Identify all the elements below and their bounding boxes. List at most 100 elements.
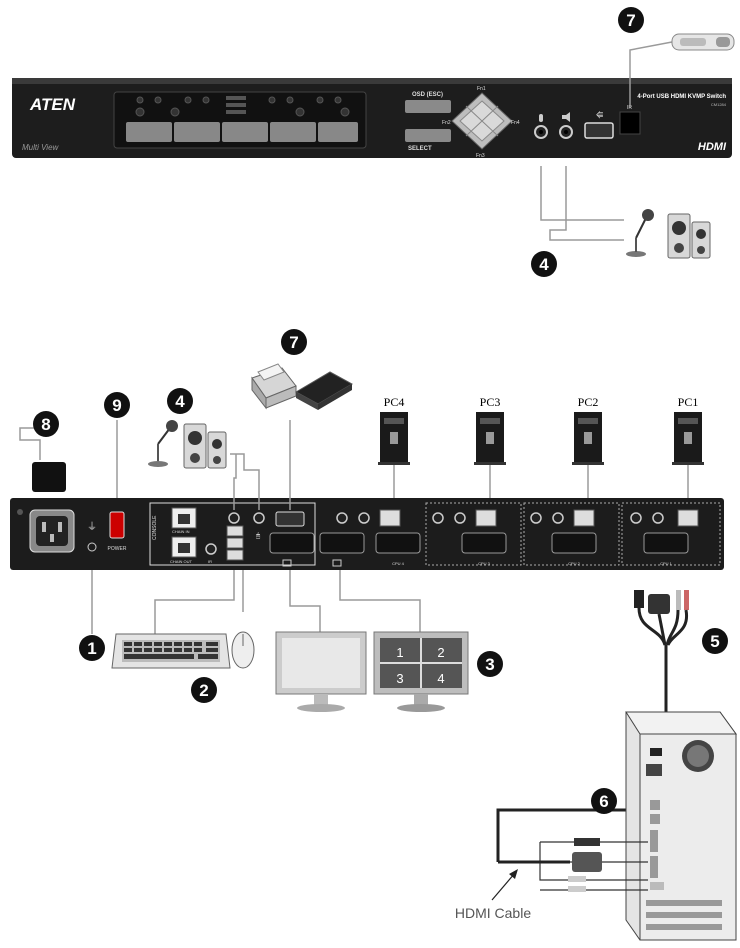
ir-extender-icon [671,33,735,51]
chain-in-label: CHAIN IN [172,529,190,534]
hdmi-logo: HDMI [698,141,727,153]
svg-text:3: 3 [485,655,494,674]
ground-screw [87,542,97,552]
pc4-tower [378,412,410,465]
svg-text:5: 5 [710,632,719,651]
svg-text:1: 1 [87,639,96,658]
model-title: 4-Port USB HDMI KVMP Switch [637,94,726,100]
printer-icon [251,363,297,410]
osd-button[interactable] [405,100,451,113]
fn2-label: Fn2 [442,120,451,126]
cpu2-label: CPU 2 [568,561,581,566]
console-hdmi-port-1[interactable] [269,532,315,554]
svg-text:7: 7 [289,333,298,352]
front-mic-jack[interactable] [534,114,548,139]
pc2-label: PC2 [578,395,599,409]
quadrant-3-label: 3 [396,671,403,686]
front-speaker-jack[interactable] [559,112,573,139]
rear-ir-label: IR [208,559,212,564]
fn3-label: Fn3 [476,153,485,159]
console-usb-hub-port[interactable] [275,511,305,527]
svg-text:8: 8 [41,415,50,434]
cpu-port-4[interactable] [336,509,421,554]
callout-6: 6 [591,788,617,814]
callout-2: 2 [191,677,217,703]
callout-4-front: 4 [531,251,557,277]
fn4-label: Fn4 [511,120,520,126]
brand-logo: ATEN [29,95,76,114]
callout-7-front: 7 [618,7,644,33]
rear-panel: ⏚ POWER CONSOLE CHAIN IN CHAIN OUT IR 🖱 [10,498,724,570]
power-socket[interactable] [29,509,75,553]
pc1-tower [672,412,704,465]
svg-text:6: 6 [599,792,608,811]
cpu3-label: CPU 3 [478,561,491,566]
port-select-block [113,91,367,149]
svg-text:2: 2 [199,681,208,700]
cpu-port-1[interactable] [630,509,699,554]
osd-label: OSD (ESC) [412,92,443,98]
callout-1: 1 [79,635,105,661]
svg-text:9: 9 [112,396,121,415]
console-hdmi-port-2[interactable] [319,532,365,554]
pc2-tower [572,412,604,465]
kvm-cable-connectors [634,590,689,614]
callout-5: 5 [702,628,728,654]
cpu4-label: CPU 4 [392,561,405,566]
direction-pad[interactable] [451,92,513,150]
mic-speaker-icon-front [626,209,711,259]
power-switch[interactable] [109,511,125,539]
mouse-icon: 🖱 [256,532,261,540]
chain-out-label: CHAIN OUT [170,559,193,564]
pc3-tower [474,412,506,465]
front-panel: ATEN Multi View [12,78,732,159]
console-label: CONSOLE [152,515,158,540]
pc1-label: PC1 [678,395,699,409]
callout-3: 3 [477,651,503,677]
cpu-port-3[interactable] [432,509,507,554]
ground-icon: ⏚ [87,521,97,533]
quadrant-2-label: 2 [437,645,444,660]
computer-tower-icon [625,711,737,941]
multiview-label: Multi View [22,143,60,152]
svg-text:4: 4 [175,392,185,411]
fn1-label: Fn1 [477,86,486,92]
console-usb-ports[interactable] [226,525,244,561]
callout-4-rear: 4 [167,388,193,414]
usb-icon: ⭅ [596,111,603,120]
quadrant-1-label: 1 [396,645,403,660]
hdmi-cable-arrow [491,869,518,901]
pc4-label: PC4 [384,395,405,409]
front-audio-lines [540,166,624,241]
hdmi-cable-label: HDMI Cable [455,905,531,921]
console-section [149,502,316,566]
power-label: POWER [108,546,127,552]
ir-receiver [619,111,641,135]
model-number: CM1284 [711,102,727,107]
rear-connection-lines [19,420,689,634]
monitor-1-icon [275,631,367,712]
select-label: SELECT [408,146,432,152]
quadrant-4-label: 4 [437,671,444,686]
cpu-port-2[interactable] [530,509,597,554]
console-mic-jack[interactable] [228,512,240,524]
select-button[interactable] [405,129,451,142]
callout-8: 8 [33,411,59,437]
callout-7-rear: 7 [281,329,307,355]
pc3-label: PC3 [480,395,501,409]
callout-9: 9 [104,392,130,418]
cpu1-label: CPU 1 [660,561,673,566]
mouse-device-icon [231,631,255,669]
svg-text:7: 7 [626,11,635,30]
port-buttons[interactable] [126,122,358,142]
monitor-2-multiview-icon [373,631,469,712]
console-speaker-jack[interactable] [253,512,265,524]
scanner-icon [294,371,354,410]
front-usb-port[interactable] [584,122,614,139]
mic-speaker-icon-rear [148,420,227,469]
rear-ir-jack[interactable] [205,543,217,555]
power-cord-plug [32,462,66,492]
svg-text:4: 4 [539,255,549,274]
ir-remote-connection [629,33,735,108]
